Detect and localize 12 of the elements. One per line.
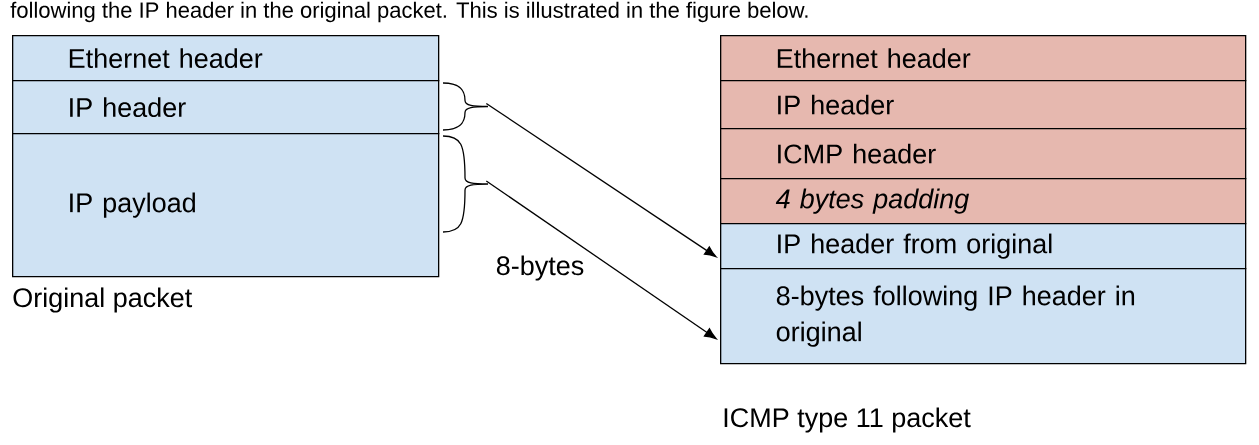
field-box: ICMP header [720, 128, 1247, 180]
caption: ICMP type 11 packet [724, 407, 971, 433]
arrow [442, 135, 717, 340]
field-box: IP header from original [720, 223, 1247, 270]
edge-label: 8-bytes [496, 255, 584, 281]
arrow [442, 82, 717, 258]
field-box: Ethernet header [720, 35, 1247, 82]
top-text: following the IP header in the original packet. This is illustrated in the figure below. [10, 1, 808, 23]
field-box: IP header [720, 80, 1247, 130]
field-box: Ethernet header [12, 35, 440, 82]
field-box: IP header [12, 80, 440, 135]
field-box: 4 bytes padding [720, 178, 1247, 225]
